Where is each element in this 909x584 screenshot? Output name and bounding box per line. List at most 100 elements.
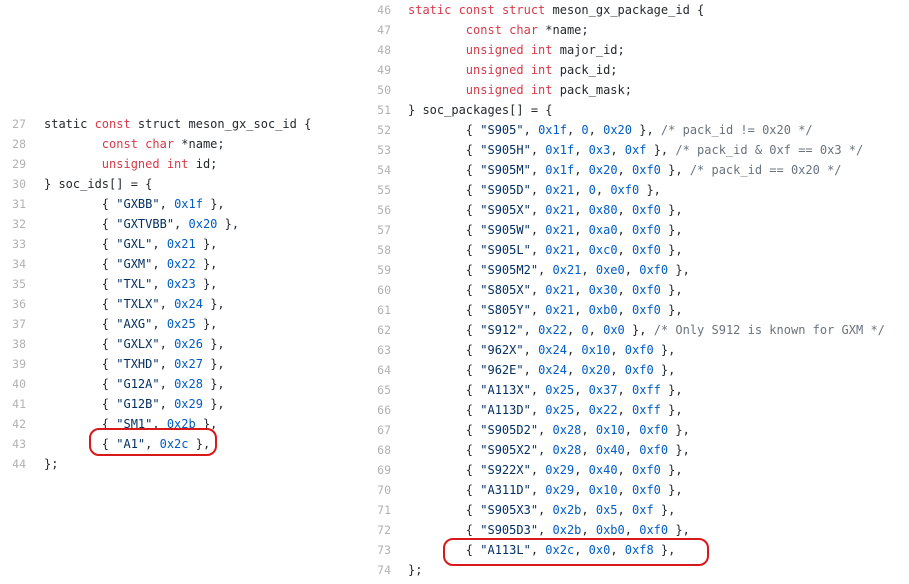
code-token: , <box>152 277 167 291</box>
code-line: 72 { "S905D3", 0x2b, 0xb0, 0xf0 }, <box>365 520 909 540</box>
code-line: 28 const char *name; <box>0 134 360 154</box>
code-token: static <box>44 117 95 131</box>
code-token: , <box>581 263 596 277</box>
code-text: { "TXLX", 0x24 }, <box>44 294 225 314</box>
code-line: 40 { "G12A", 0x28 }, <box>0 374 360 394</box>
line-number: 38 <box>12 337 26 351</box>
code-token: 0x23 <box>166 277 196 291</box>
code-token: 0x20 <box>188 217 218 231</box>
line-number: 66 <box>377 403 391 417</box>
code-text: { "S905L", 0x21, 0xc0, 0xf0 }, <box>408 240 683 260</box>
code-token: 0x2b <box>552 523 582 537</box>
code-token: , <box>530 163 546 177</box>
code-token: "S905W" <box>480 223 531 237</box>
code-token: , <box>581 423 596 437</box>
code-line: 36 { "TXLX", 0x24 }, <box>0 294 360 314</box>
code-token: /* pack_id & 0xf == 0x3 */ <box>675 143 864 157</box>
line-number: 68 <box>377 443 391 457</box>
code-token: , <box>617 503 632 517</box>
line-number: 73 <box>377 543 391 557</box>
code-text: { "TXL", 0x23 }, <box>44 274 218 294</box>
code-line: 43 { "A1", 0x2c }, <box>0 434 360 454</box>
line-number: 61 <box>377 303 391 317</box>
code-line: 71 { "S905X3", 0x2b, 0x5, 0xf }, <box>365 500 909 520</box>
code-token: 0xb0 <box>588 303 618 317</box>
code-token: struct <box>501 3 546 17</box>
code-token: , <box>523 363 539 377</box>
code-token: }, <box>202 297 225 311</box>
code-token: { <box>408 463 481 477</box>
code-token: , <box>523 343 539 357</box>
code-token: , <box>617 383 632 397</box>
code-token: }, <box>660 243 683 257</box>
code-token: "S905X3" <box>480 503 539 517</box>
code-token: "S905H" <box>480 143 531 157</box>
code-token: { <box>44 297 117 311</box>
line-number: 32 <box>12 217 26 231</box>
code-token: "S805Y" <box>480 303 531 317</box>
code-token: , <box>574 543 589 557</box>
line-number: 31 <box>12 197 26 211</box>
code-token: 0x24 <box>174 297 203 311</box>
code-token: , <box>617 283 632 297</box>
line-number: 29 <box>12 157 26 171</box>
code-line: 69 { "S922X", 0x29, 0x40, 0xf0 }, <box>365 460 909 480</box>
code-token: , <box>617 243 632 257</box>
code-token: { <box>408 223 481 237</box>
code-token <box>408 83 466 97</box>
code-token: } soc_packages[] = { <box>408 103 553 117</box>
code-token: "TXLX" <box>116 297 160 311</box>
code-token: , <box>152 237 167 251</box>
code-token: , <box>530 383 546 397</box>
code-text: const char *name; <box>408 20 589 40</box>
code-token: "S905D3" <box>480 523 539 537</box>
code-token: , <box>530 183 546 197</box>
code-token: , <box>610 143 625 157</box>
code-token: 0xe0 <box>595 263 625 277</box>
code-token: , <box>624 263 640 277</box>
code-token: , <box>530 463 546 477</box>
code-token: 0x5 <box>595 503 618 517</box>
code-text: { "962X", 0x24, 0x10, 0xf0 }, <box>408 340 676 360</box>
line-number: 56 <box>377 203 391 217</box>
code-token: , <box>145 437 160 451</box>
code-token: 0x21 <box>166 237 196 251</box>
code-token: unsigned int <box>101 157 189 171</box>
code-token: "TXL" <box>116 277 153 291</box>
code-line: 62 { "S912", 0x22, 0, 0x0 }, /* Only S91… <box>365 320 909 340</box>
code-token: { <box>408 483 481 497</box>
code-line: 53 { "S905H", 0x1f, 0x3, 0xf }, /* pack_… <box>365 140 909 160</box>
code-token: , <box>530 543 546 557</box>
code-token: "S912" <box>480 323 524 337</box>
code-token: 0 <box>581 123 589 137</box>
code-token: , <box>159 337 175 351</box>
code-text: { "S905", 0x1f, 0, 0x20 }, /* pack_id !=… <box>408 120 813 140</box>
code-token: 0xb0 <box>595 523 625 537</box>
code-token: { <box>44 377 117 391</box>
code-token: , <box>538 523 553 537</box>
line-number: 59 <box>377 263 391 277</box>
code-token: , <box>174 217 189 231</box>
code-text: { "S905D3", 0x2b, 0xb0, 0xf0 }, <box>408 520 690 540</box>
code-token: }, <box>660 303 683 317</box>
code-token: }, <box>660 403 683 417</box>
line-number: 35 <box>12 277 26 291</box>
code-line: 49 unsigned int pack_id; <box>365 60 909 80</box>
code-token: 0x29 <box>174 397 203 411</box>
code-token: "G12A" <box>116 377 160 391</box>
code-token: 0xf0 <box>632 483 661 497</box>
line-number: 58 <box>377 243 391 257</box>
code-token: , <box>538 503 553 517</box>
code-token: }, <box>660 383 683 397</box>
code-token: 0x2c <box>545 543 575 557</box>
code-token: 0xf0 <box>632 303 661 317</box>
line-number: 74 <box>377 563 391 577</box>
code-token: , <box>581 443 596 457</box>
code-text: { "962E", 0x24, 0x20, 0xf0 }, <box>408 360 676 380</box>
code-token: { <box>44 357 117 371</box>
line-number: 33 <box>12 237 26 251</box>
code-token: 0x1f <box>545 143 575 157</box>
code-text: } soc_packages[] = { <box>408 100 553 120</box>
